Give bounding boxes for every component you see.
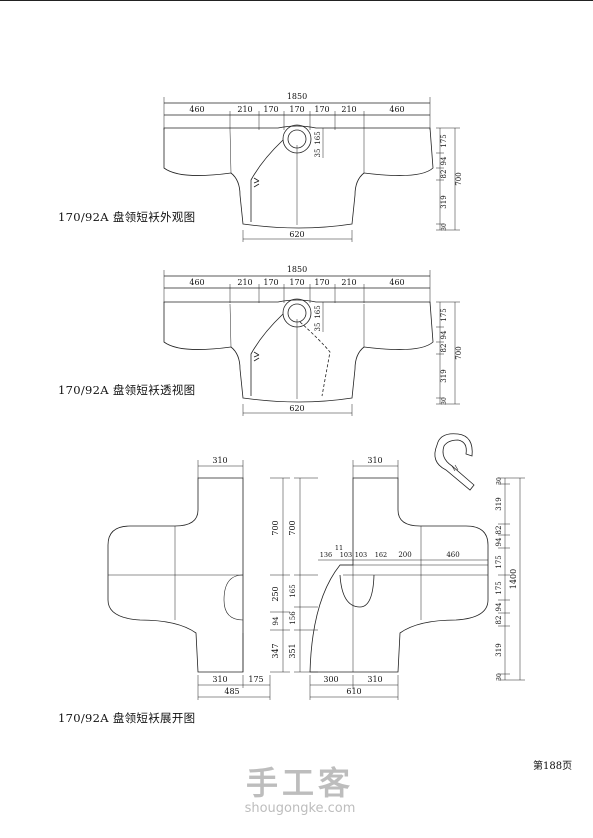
front-neckline [339, 574, 375, 608]
flat-pattern-right: 310 136 11 103 103 162 200 460 700 165 1… [288, 456, 525, 700]
side-dim: 175 [440, 134, 448, 147]
hem-width-label: 620 [289, 230, 304, 239]
seg-label: 460 [189, 105, 204, 114]
collar-piece [434, 433, 475, 491]
seg-label: 170 [263, 278, 278, 287]
seg-label: 460 [389, 105, 404, 114]
seg-label: 210 [341, 105, 356, 114]
seg-label: 210 [237, 278, 252, 287]
side-dim: 319 [495, 643, 503, 656]
side-dim: 175 [495, 555, 503, 568]
see-through-garment-outline [163, 299, 434, 403]
page-number: 第188页 [533, 761, 573, 772]
bottom-dim: 300 [323, 675, 338, 684]
side-dim: 700 [271, 520, 280, 535]
side-dim: 165 [289, 584, 297, 597]
side-dim: 94 [495, 602, 503, 611]
flat-pattern-caption: 170/92A 盘领短袄展开图 [58, 711, 196, 725]
side-dim: 156 [289, 611, 297, 625]
frog-button [253, 177, 260, 188]
bottom-dim: 310 [212, 675, 227, 684]
top-rule [0, 0, 593, 1]
seg-label: 210 [237, 105, 252, 114]
side-dim: 250 [271, 586, 280, 601]
exterior-garment-outline [163, 125, 434, 229]
seg-label: 11 [335, 544, 343, 552]
seg-label: 200 [398, 551, 411, 559]
side-dim: 319 [440, 195, 448, 208]
side-dim: 175 [440, 308, 448, 321]
side-dim: 94 [440, 156, 448, 165]
side-dim: 94 [272, 616, 280, 625]
side-dim: 30 [441, 223, 448, 231]
seg-label: 136 [320, 551, 332, 559]
side-dim: 319 [440, 369, 448, 382]
seg-label: 103 [355, 551, 367, 559]
side-dim: 700 [288, 520, 297, 535]
side-dim: 82 [495, 526, 503, 535]
seg-label: 460 [446, 551, 459, 559]
collar [282, 298, 312, 328]
collar-piece-outline [434, 433, 475, 491]
seg-label: 170 [263, 105, 278, 114]
top-dim: 310 [212, 456, 227, 465]
total-length-label: 700 [455, 172, 463, 185]
collar-detail-label: 35 [314, 149, 322, 158]
bottom-dim: 310 [367, 675, 382, 684]
hem-width-label: 620 [289, 404, 304, 413]
side-dim: 82 [440, 170, 448, 179]
bottom-dim: 175 [248, 675, 263, 684]
total-length-label: 1400 [509, 569, 518, 589]
seg-label: 170 [289, 105, 304, 114]
seg-label: 162 [375, 551, 387, 559]
side-dim: 347 [271, 643, 280, 658]
neck-depth-label: 165 [314, 305, 322, 318]
side-dim: 319 [495, 497, 503, 510]
seg-label: 170 [314, 105, 329, 114]
flat-right-outline [309, 477, 489, 673]
side-dim: 82 [495, 616, 503, 625]
seg-label: 170 [314, 278, 329, 287]
side-dim: 30 [441, 397, 448, 405]
bottom-total: 610 [346, 687, 361, 696]
side-dim: 30 [496, 477, 503, 485]
collar-detail-label: 35 [314, 323, 322, 332]
flat-pattern-left: 310 700 250 94 347 310 175 485 [107, 456, 290, 700]
top-dim: 310 [367, 456, 382, 465]
side-dim: 94 [495, 537, 503, 546]
bottom-total: 485 [224, 687, 239, 696]
collar [282, 124, 312, 154]
seg-label: 170 [289, 278, 304, 287]
watermark-logo: 手工客 [245, 764, 354, 802]
front-overlap-line [250, 139, 284, 222]
exterior-caption: 170/92A 盘领短袄外观图 [58, 210, 196, 224]
exterior-view: 1850 460 210 170 170 170 210 460 165 35 … [163, 92, 463, 242]
see-through-view: 1850 460 210 170 170 170 210 460 165 35 … [163, 265, 463, 416]
flat-left-outline [107, 477, 244, 673]
total-width-label: 1850 [287, 265, 307, 274]
seg-label: 460 [389, 278, 404, 287]
seg-label: 103 [340, 551, 352, 559]
watermark-url: shougongke.com [244, 801, 356, 816]
side-dim: 94 [440, 330, 448, 339]
side-dim: 351 [288, 643, 297, 658]
seg-label: 460 [189, 278, 204, 287]
side-dim: 82 [440, 344, 448, 353]
see-through-caption: 170/92A 盘领短袄透视图 [58, 383, 196, 397]
total-length-label: 700 [455, 346, 463, 359]
neck-depth-label: 165 [314, 131, 322, 144]
watermark: 手工客 shougongke.com [230, 765, 370, 817]
side-dim: 175 [495, 581, 503, 594]
hidden-underlap-line [299, 321, 331, 397]
total-width-label: 1850 [287, 92, 307, 101]
side-dim: 30 [496, 673, 503, 681]
seg-label: 210 [341, 278, 356, 287]
